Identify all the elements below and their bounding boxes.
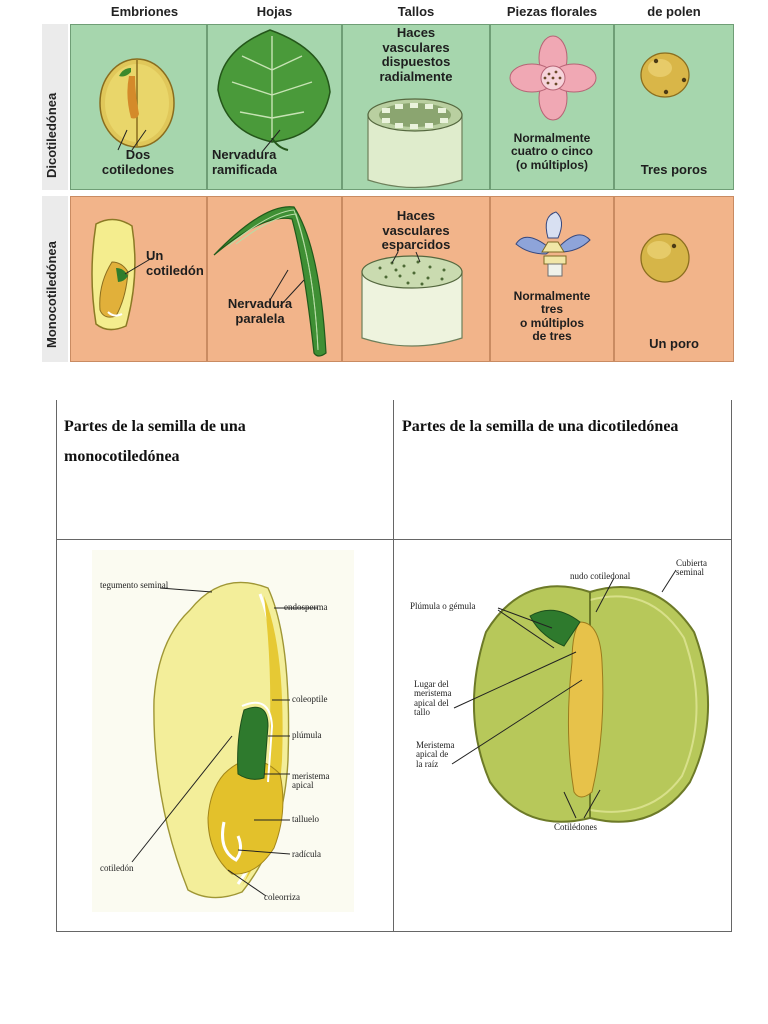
table-top-edge — [56, 400, 57, 932]
label-cotiledon-mono: cotiledón — [100, 863, 134, 873]
monocot-stem-illustration — [361, 251, 463, 347]
label-lugar-meristema: Lugar del meristema apical del tallo — [414, 679, 452, 718]
dicot-embryo-illustration — [99, 58, 175, 151]
header-monocot-seed: Partes de la semilla de una monocotiledó… — [64, 418, 246, 466]
label-endosperma: endosperma — [284, 602, 328, 612]
monocot-flower-illustration — [515, 211, 591, 277]
header-tallos: Tallos — [397, 4, 435, 19]
table-row-divider — [56, 539, 732, 540]
monocot-embryo-label: Un cotiledón — [146, 248, 204, 278]
header-embriones: Embriones — [110, 4, 179, 19]
dicot-leaf-label: Nervadura ramificada — [212, 147, 278, 177]
monocot-seed-diagram — [92, 550, 354, 912]
label-plumula-gemula: Plúmula o gémula — [410, 601, 476, 611]
monocot-pollen-illustration — [640, 233, 690, 283]
monocot-stem-label: Haces vasculares esparcidos — [381, 208, 451, 253]
label-meristema-apical-mono: meristema apical — [292, 771, 330, 791]
monocot-flower-label: Normalmente tres o múltiplos de tres — [513, 289, 591, 344]
top-table-illustrations — [91, 29, 690, 357]
table-bottom-edge — [56, 931, 732, 932]
header-piezas-florales: Piezas florales — [506, 4, 598, 19]
dicot-seed-diagram — [451, 569, 710, 823]
dicot-stem-label: Haces vasculares dispuestos radialmente — [379, 25, 453, 84]
label-meristema-raiz: Meristema apical de la raíz — [416, 740, 455, 769]
label-coleorriza: coleorriza — [264, 892, 300, 902]
table-right-edge — [731, 400, 732, 932]
row-label-strip-monocot — [42, 196, 68, 362]
label-cotiledones-dicot: Cotilédones — [554, 822, 597, 832]
monocot-embryo-illustration — [91, 218, 153, 331]
label-radicula: radícula — [292, 849, 321, 859]
dicot-flower-label: Normalmente cuatro o cinco (o múltiplos) — [510, 131, 593, 172]
label-plumula-mono: plúmula — [292, 730, 322, 740]
row-label-strip-dicot — [42, 24, 68, 190]
monocot-leaf-illustration — [213, 206, 327, 357]
dicot-cell-pollen — [614, 24, 734, 190]
header-polen: de polen — [647, 4, 701, 19]
header-hojas: Hojas — [256, 4, 293, 19]
dicot-leaf-illustration — [217, 29, 331, 153]
label-coleoptile: coleoptile — [292, 694, 328, 704]
monocot-leaf-label: Nervadura paralela — [227, 296, 293, 326]
dicot-flower-illustration — [509, 35, 597, 121]
label-talluelo: talluelo — [292, 814, 319, 824]
label-nudo-cotiledonal: nudo cotiledonal — [570, 571, 631, 581]
table-middle-divider — [393, 400, 394, 932]
header-dicot-seed: Partes de la semilla de una dicotiledóne… — [402, 418, 679, 435]
dicot-pollen-illustration — [640, 52, 690, 98]
label-cubierta-seminal: Cubierta seminal — [676, 558, 707, 578]
monocot-pollen-label: Un poro — [649, 336, 699, 351]
dicot-embryo-label: Dos cotiledones — [101, 147, 175, 177]
dicot-pollen-label: Tres poros — [640, 162, 708, 177]
label-tegumento-seminal: tegumento seminal — [100, 580, 169, 590]
dicot-stem-illustration — [367, 98, 463, 189]
